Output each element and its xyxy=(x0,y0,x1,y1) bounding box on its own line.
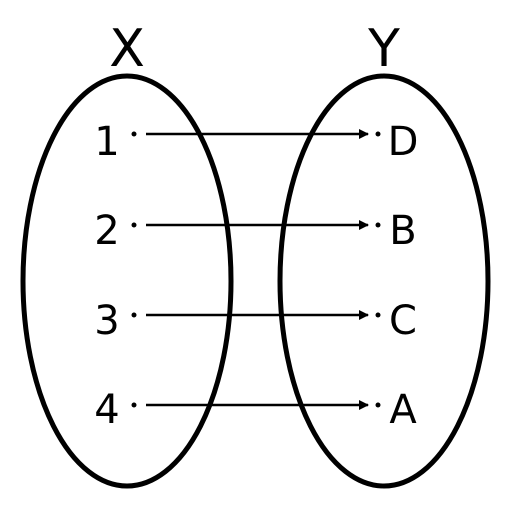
domain-element-1: 1 xyxy=(94,119,119,165)
domain-point xyxy=(131,312,137,318)
codomain-point xyxy=(375,402,381,408)
set-y-label: Y xyxy=(367,19,400,79)
codomain-element-d: D xyxy=(388,119,419,165)
domain-point xyxy=(131,222,137,228)
set-y-ellipse xyxy=(277,73,491,489)
codomain-point xyxy=(375,312,381,318)
domain-element-4: 4 xyxy=(94,387,119,433)
domain-point xyxy=(131,131,137,137)
mapping-arrows xyxy=(146,129,369,410)
codomain-elements: D B C A xyxy=(388,119,419,433)
codomain-element-a: A xyxy=(389,387,417,433)
domain-point xyxy=(131,402,137,408)
domain-element-2: 2 xyxy=(94,208,119,254)
codomain-point xyxy=(375,222,381,228)
domain-element-3: 3 xyxy=(94,298,119,344)
codomain-element-c: C xyxy=(389,298,417,344)
codomain-element-b: B xyxy=(389,208,416,254)
domain-elements: 1 2 3 4 xyxy=(94,119,119,433)
set-x-ellipse xyxy=(20,73,234,489)
codomain-points xyxy=(375,131,381,408)
set-x-label: X xyxy=(109,19,145,79)
codomain-point xyxy=(375,131,381,137)
domain-points xyxy=(131,131,137,408)
